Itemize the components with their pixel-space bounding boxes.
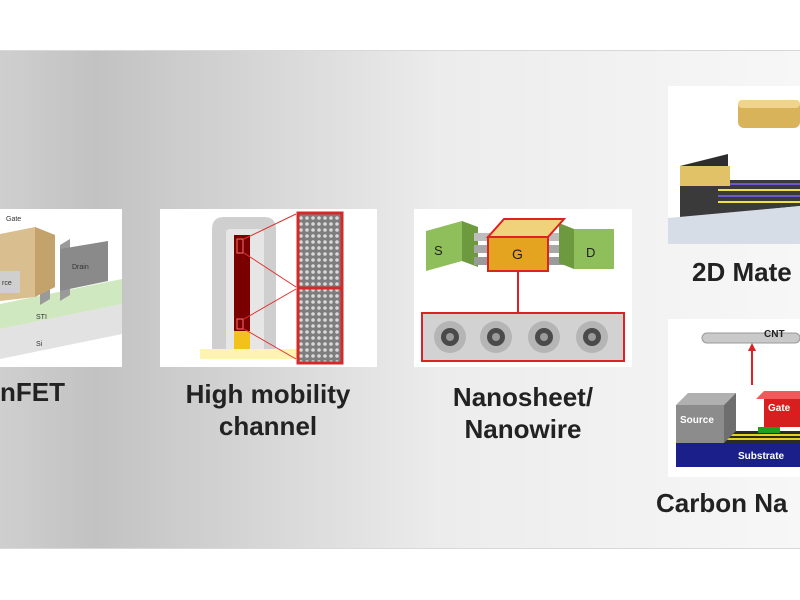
high-mobility-label: High mobility channel bbox=[168, 378, 368, 442]
nanosheet-g-label: G bbox=[512, 246, 523, 262]
finfet-source-label: rce bbox=[2, 280, 12, 287]
2d-material-image bbox=[668, 86, 800, 244]
source-block bbox=[426, 221, 462, 271]
nanosheet-label-line2: Nanowire bbox=[464, 414, 582, 444]
source-block bbox=[0, 271, 20, 293]
2d-material-label: 2D Mate bbox=[692, 257, 792, 287]
nanosheet-d-label: D bbox=[586, 245, 595, 260]
cnt-label: CNT bbox=[764, 329, 785, 340]
sti-layer bbox=[0, 279, 122, 329]
drain-block bbox=[574, 229, 614, 269]
finfet-sti-label: STI bbox=[36, 314, 47, 321]
gate-block bbox=[487, 236, 549, 272]
gate-label: Gate bbox=[768, 403, 791, 414]
source-block bbox=[676, 405, 724, 443]
carbon-nanotube-image: CNT Substrate Source Gate bbox=[668, 319, 800, 477]
nanosheet-image: S G D bbox=[414, 209, 632, 367]
substrate-label: Substrate bbox=[738, 451, 785, 462]
si-layer bbox=[0, 304, 122, 359]
nanosheet-label: Nanosheet/ Nanowire bbox=[423, 381, 623, 445]
high-mobility-label-line1: High mobility bbox=[185, 379, 351, 409]
carbon-nanotube-diagram: CNT Substrate Source Gate bbox=[668, 319, 800, 477]
nanosheet-s-label: S bbox=[434, 243, 443, 258]
nanosheet-diagram: S G D bbox=[414, 209, 632, 367]
finfet-drain-label: Drain bbox=[72, 264, 89, 271]
drain-block bbox=[60, 241, 108, 291]
finfet-diagram: Gate Drain rce STI Si bbox=[0, 216, 122, 359]
high-mobility-image bbox=[160, 209, 377, 367]
carbon-nanotube-label: Carbon Na bbox=[656, 488, 788, 518]
wire-cross-sections bbox=[434, 321, 608, 353]
cnt-tube bbox=[701, 332, 800, 344]
gate-block bbox=[764, 399, 800, 427]
technology-banner: Gate Drain rce STI Si nFET bbox=[0, 50, 800, 549]
high-mobility-diagram bbox=[160, 209, 377, 367]
channel-core bbox=[234, 235, 250, 347]
finfet-image: Gate Drain rce STI Si bbox=[0, 209, 122, 367]
2d-material-diagram bbox=[668, 86, 800, 244]
nanosheet-label-line1: Nanosheet/ bbox=[452, 382, 594, 412]
finfet-si-label: Si bbox=[36, 341, 43, 348]
substrate-block bbox=[676, 443, 800, 467]
finfet-gate-label: Gate bbox=[6, 216, 21, 223]
source-label: Source bbox=[680, 415, 714, 426]
high-mobility-label-line2: channel bbox=[218, 411, 318, 441]
finfet-label: nFET bbox=[0, 377, 65, 407]
